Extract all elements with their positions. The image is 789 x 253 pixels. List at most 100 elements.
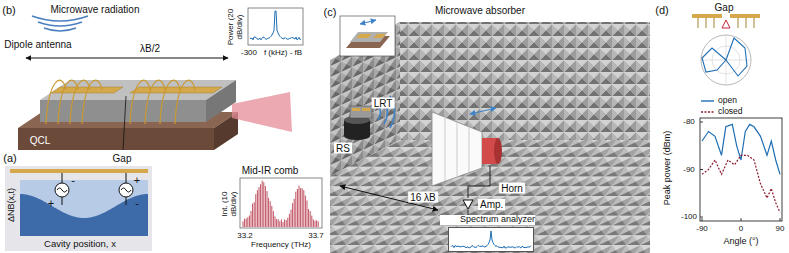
amplifier: Amp. <box>462 199 505 210</box>
voltage-source <box>126 173 127 183</box>
comb-line <box>257 190 258 227</box>
axis-label: Power (20 dB/div) <box>227 5 245 49</box>
qcl-device <box>40 80 236 100</box>
voltage-source <box>55 183 69 197</box>
comb-line <box>259 187 260 227</box>
dimension-label: 16 λB <box>408 192 438 203</box>
inset-frame <box>340 16 395 56</box>
comb-line <box>289 214 290 227</box>
cable <box>468 166 490 198</box>
comb-line <box>315 221 316 227</box>
part-label: Gap <box>715 2 734 13</box>
legend-line <box>701 100 714 101</box>
comb-line <box>244 219 245 227</box>
node-label: Amp. <box>478 199 505 210</box>
node-label: Spectrum analyzer <box>440 215 535 225</box>
gap-schematic <box>746 18 747 28</box>
rotation-stage <box>362 108 370 111</box>
voltage-source <box>55 173 133 205</box>
comb-line <box>263 182 264 227</box>
rotation-stage <box>350 106 372 118</box>
distance-arrow <box>340 186 438 210</box>
comb-line <box>276 219 277 227</box>
plot-axes <box>700 118 782 221</box>
gap-schematic <box>698 18 754 28</box>
horn-antenna <box>470 108 496 114</box>
analyzer-screen <box>448 227 534 252</box>
legend-item: open <box>700 96 737 105</box>
qcl-device <box>18 128 214 150</box>
comb-line <box>268 198 269 227</box>
comb-line <box>255 194 256 227</box>
rotation-stage <box>352 108 360 111</box>
leader-line <box>123 96 126 150</box>
polar-plot <box>701 35 751 85</box>
inset-device <box>356 34 372 38</box>
dimension-label: λB/2 <box>140 43 160 54</box>
horn-antenna <box>494 138 502 164</box>
comb-lines <box>243 181 318 227</box>
horn-antenna <box>432 112 482 186</box>
comb-line <box>294 199 295 227</box>
tick-label: -80 <box>683 118 695 127</box>
tick-label: -100 <box>681 213 697 222</box>
comb-line <box>260 184 261 227</box>
power-trace <box>250 11 301 40</box>
legend-item: closed <box>700 107 743 116</box>
comb-line <box>286 220 287 227</box>
inset-frame <box>248 8 303 45</box>
sign-label: - <box>135 197 139 209</box>
axis-label: Frequency (THz) <box>251 241 311 250</box>
inset-device <box>350 32 388 42</box>
qcl-device <box>40 100 206 122</box>
wire-bonds <box>82 80 102 124</box>
sign-label: + <box>48 197 54 209</box>
panel-letter: (a) <box>3 152 16 164</box>
comb-line <box>281 219 282 227</box>
amplifier-symbol <box>462 199 474 210</box>
wire-bonds <box>58 80 78 124</box>
voltage-source <box>62 197 63 205</box>
comb-line <box>292 203 293 227</box>
gap-schematic <box>692 14 722 18</box>
qcl-device <box>206 80 236 122</box>
part-label: Microwave absorber <box>435 5 525 16</box>
axis-label: Cavity position, x <box>44 239 116 249</box>
horn-antenna <box>432 108 502 186</box>
plot-axes <box>702 218 703 221</box>
comb-line <box>318 221 319 227</box>
legend-line <box>701 111 714 112</box>
horn-antenna <box>469 127 470 172</box>
comb-line <box>300 188 301 227</box>
inset-device <box>373 34 386 38</box>
voltage-source <box>57 188 67 192</box>
part-label: RS <box>334 143 352 154</box>
part-label: Microwave radiation <box>51 4 140 15</box>
qcl-device <box>18 80 238 150</box>
legend-line <box>700 97 716 105</box>
inset-device <box>346 20 390 48</box>
comb-line <box>275 216 276 227</box>
comb-line <box>303 190 304 227</box>
voltage-source <box>121 188 131 192</box>
plot-axes <box>700 169 703 170</box>
wire-bonds <box>70 80 90 124</box>
tick-label: 33.7 <box>308 232 324 241</box>
sign-label: + <box>134 174 140 186</box>
comb-line <box>308 209 309 227</box>
inset-device <box>360 20 376 24</box>
comb-line <box>297 189 298 227</box>
plot-axes <box>741 218 742 221</box>
comb-line <box>247 217 248 227</box>
comb-line <box>291 210 292 228</box>
comb-line <box>302 188 303 227</box>
comb-line <box>254 202 255 227</box>
plot-axes <box>700 122 703 123</box>
polar-plot <box>702 38 747 76</box>
inset-frame <box>240 178 322 228</box>
gap-schematic <box>706 18 707 28</box>
qcl-device <box>130 87 222 93</box>
part-label: Gap <box>113 153 132 164</box>
voltage-source <box>126 197 127 205</box>
comb-line <box>249 216 250 228</box>
